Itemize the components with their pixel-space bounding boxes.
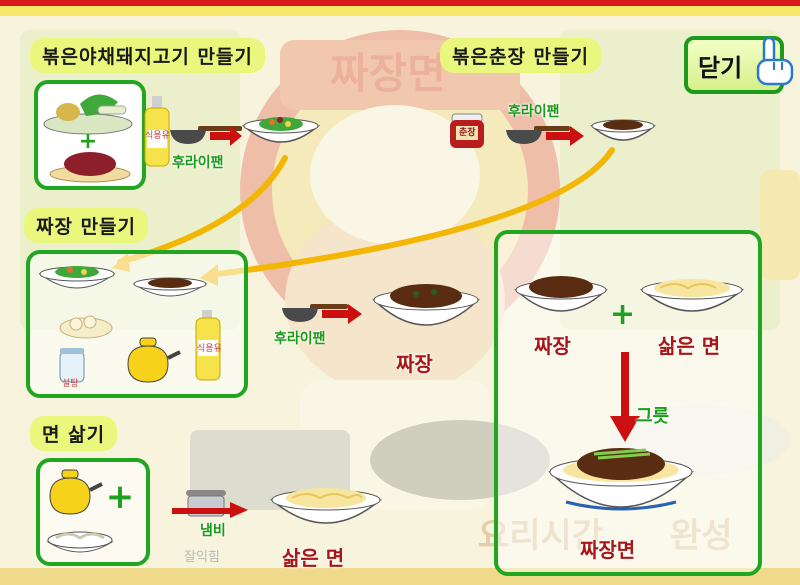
- kettle-and-noodles-icon: +: [46, 469, 135, 553]
- noodles-step-label: 냄비: [200, 523, 226, 539]
- bowl-step-label: 그릇: [636, 406, 670, 427]
- faded-footer-right: 완성: [670, 516, 733, 556]
- plus-icon: +: [610, 297, 636, 332]
- final-noodle-bowl-icon: [640, 279, 744, 312]
- jjajangmyeon-label: 짜장면: [580, 538, 636, 562]
- frying-pan-icon: [170, 126, 242, 146]
- jjajang-pan-icon: [282, 304, 362, 324]
- chunjang-jar-label: 춘장: [459, 128, 476, 138]
- jjajangmyeon-bowl-icon: [548, 448, 694, 511]
- noodles-title: 면 삶기: [30, 416, 118, 451]
- chunjang-title: 볶은춘장 만들기: [440, 38, 601, 73]
- jjajang-result-label: 짜장: [396, 352, 433, 376]
- noodles-result-label: 삶은 면: [282, 546, 345, 570]
- jjajang-oil-label: 식용유: [197, 344, 222, 354]
- stirfry-ingredients-box: +: [34, 80, 146, 190]
- sugar-label: 설탕: [62, 379, 79, 389]
- faded-title: 짜장면: [330, 49, 446, 98]
- boiled-noodles-bowl-icon: [270, 488, 382, 524]
- chunjang-step-label: 후라이팬: [508, 104, 560, 120]
- jjajang-step-label: 후라이팬: [274, 331, 326, 347]
- oil-bottle-icon: [144, 96, 170, 167]
- jjajang-ingredients-box: [26, 250, 248, 398]
- chunjang-bowl-icon: [590, 119, 656, 141]
- jjajang-title: 짜장 만들기: [24, 208, 149, 243]
- vegetables-icon: +: [43, 94, 133, 183]
- close-label: 닫기: [698, 53, 743, 82]
- final-sauce-label: 짜장: [534, 334, 571, 358]
- noodles-faded-step: 잘익힘: [184, 550, 220, 565]
- svg-text:+: +: [79, 129, 97, 154]
- oil-bottle-label: 식용유: [145, 131, 170, 141]
- chunjang-pan-icon: [506, 126, 584, 146]
- pot-icon: [172, 490, 248, 518]
- noodles-ingredients-box: +: [36, 458, 150, 566]
- final-sauce-bowl-icon: [514, 276, 608, 312]
- stirfry-title: 볶은야채돼지고기 만들기: [30, 38, 265, 73]
- svg-text:+: +: [106, 477, 135, 517]
- chunjang-jar-icon: [450, 113, 484, 148]
- stirfry-step-label: 후라이팬: [172, 155, 224, 171]
- down-arrow-icon: [610, 352, 640, 442]
- stirfry-bowl-icon: [242, 117, 320, 143]
- pointer-hand-icon: [756, 36, 794, 86]
- faded-footer-left: 요리시간: [478, 516, 604, 556]
- final-noodle-label: 삶은 면: [658, 334, 721, 358]
- jjajang-bowl-icon: [372, 284, 480, 326]
- jjajang-ingredients-icon: [38, 266, 221, 383]
